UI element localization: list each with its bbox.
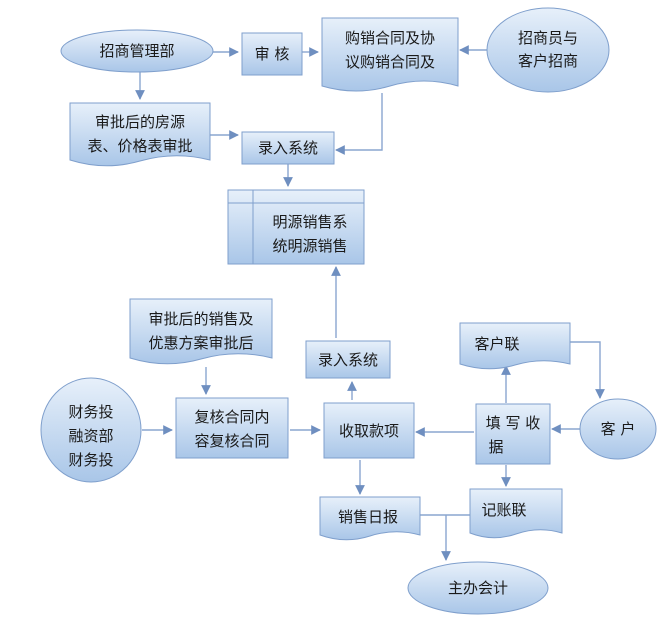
edge-goumai-to-luru	[335, 93, 383, 155]
label-fuhe-line1: 复核合同内	[194, 408, 269, 426]
label-caiwu-line2: 融资部	[68, 427, 113, 445]
label-shenpi-xiaoshou-line1: 审批后的销售及	[148, 310, 253, 328]
label-tianxie-line1: 填 写 收	[486, 414, 541, 432]
node-luru-xitong-top: 录入系统	[241, 131, 335, 165]
node-tianxie-shouju: 填 写 收 据	[475, 403, 551, 465]
label-fuhe-line2: 容复核合同	[194, 432, 269, 450]
label-zhaoshangyuan-line1: 招商员与	[518, 29, 578, 47]
node-kehu: 客 户	[579, 398, 657, 460]
node-mingyuan-xiaoshou: 明源销售系 统明源销售	[227, 189, 365, 265]
node-caiwu: 财务投 融资部 财务投	[40, 377, 142, 483]
label-luru-mid: 录入系统	[318, 351, 378, 369]
label-shenpi-fangyuan-line2: 表、价格表审批	[87, 137, 192, 155]
label-caiwu-line3: 财务投	[68, 451, 113, 469]
node-shenpi-fangyuan: 审批后的房源 表、价格表审批	[69, 102, 211, 167]
label-mingyuan-line1: 明源销售系	[272, 213, 347, 231]
label-ribao: 销售日报	[338, 508, 398, 526]
node-zhaoshang-guanlibu: 招商管理部	[60, 29, 214, 73]
label-shouqu: 收取款项	[339, 422, 399, 440]
node-xiaoshou-ribao: 销售日报	[319, 496, 421, 541]
label-kehu: 客 户	[601, 420, 636, 438]
label-goumai-line1: 购销合同及协	[345, 29, 435, 47]
label-zhaoshangyuan-line2: 客户招商	[518, 52, 578, 70]
label-kuaiji: 主办会计	[448, 579, 508, 597]
node-zhuban-kuaiji: 主办会计	[407, 561, 549, 615]
node-zhaoshangyuan: 招商员与 客户招商	[486, 7, 610, 93]
label-goumai-line2: 议购销合同及	[345, 53, 435, 71]
node-fuhe-hetong: 复核合同内 容复核合同	[175, 397, 289, 459]
label-kehulian: 客户联	[474, 335, 519, 353]
label-shenhe: 审 核	[255, 45, 290, 63]
label-zhaoshang-guanlibu: 招商管理部	[99, 42, 174, 60]
label-tianxie-line2: 据	[488, 438, 503, 456]
label-caiwu-line1: 财务投	[68, 403, 113, 421]
node-shouqu-kuanxiang: 收取款项	[323, 402, 415, 459]
label-shenpi-xiaoshou-line2: 优惠方案审批后	[148, 334, 253, 352]
node-goumai-hetong: 购销合同及协 议购销合同及	[321, 17, 459, 92]
node-shenpi-xiaoshou: 审批后的销售及 优惠方案审批后	[129, 298, 273, 365]
edge-kehulian-to-kehu	[570, 341, 605, 399]
node-shenhe: 审 核	[241, 32, 303, 76]
connectors	[135, 45, 605, 561]
label-shenpi-fangyuan-line1: 审批后的房源	[95, 113, 185, 131]
label-jizhanglian: 记账联	[481, 501, 526, 519]
label-luru-top: 录入系统	[258, 139, 318, 157]
node-luru-xitong-mid: 录入系统	[305, 340, 391, 379]
label-mingyuan-line2: 统明源销售	[272, 237, 347, 255]
node-jizhanglian: 记账联	[469, 488, 563, 539]
node-kehulian: 客户联	[459, 322, 571, 370]
